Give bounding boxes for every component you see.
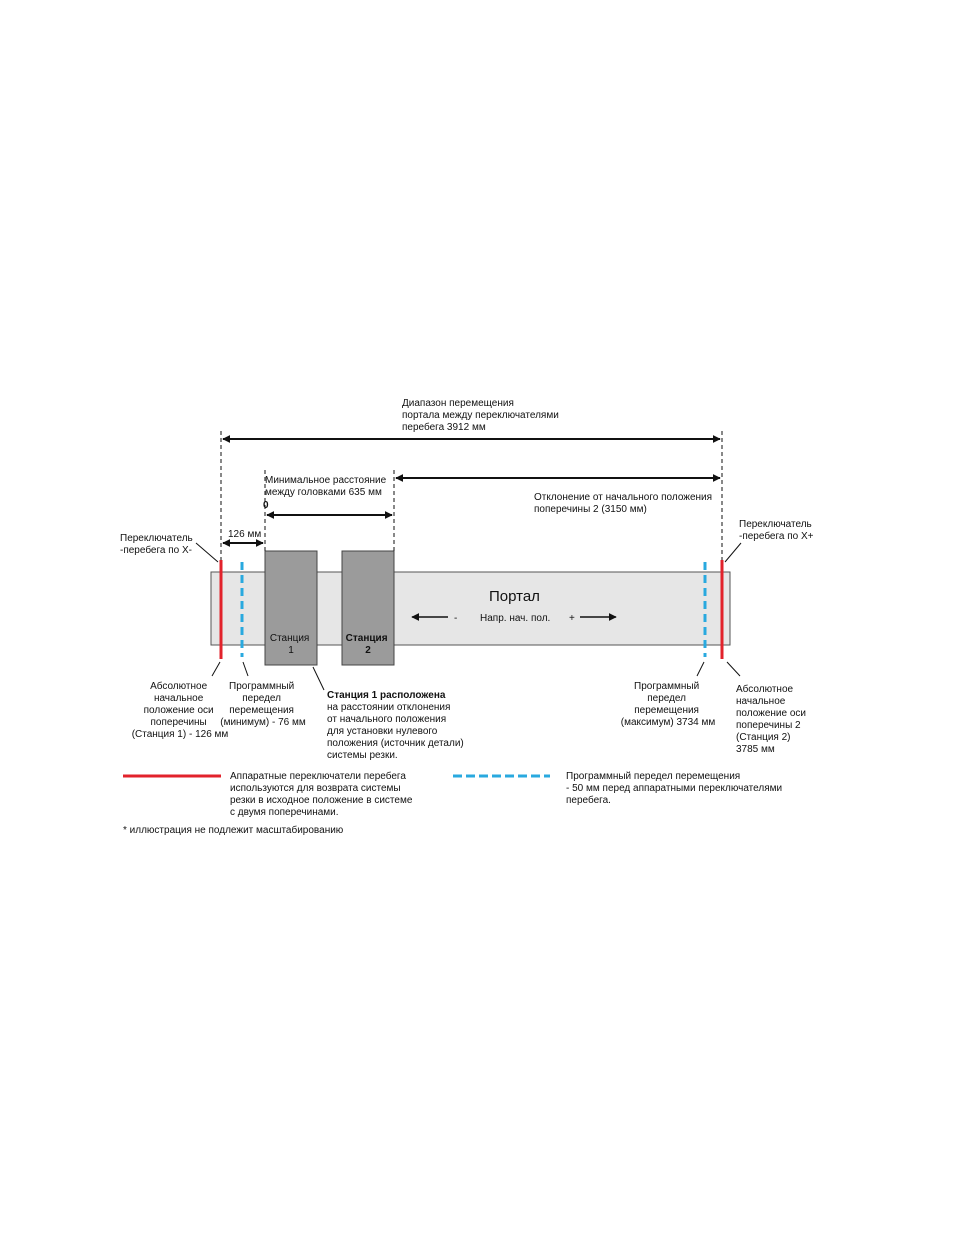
station-1-block (264, 550, 318, 666)
label-min-distance: Минимальное расстояние между головками 6… (265, 475, 389, 498)
label-zero: 0 (263, 500, 269, 511)
label-station1: Станция 1 (270, 633, 312, 656)
leader-soft-max (696, 661, 705, 677)
footnote: * иллюстрация не подлежит масштабировани… (123, 824, 344, 836)
leader-switch-right (724, 542, 742, 563)
legend-software-text: Программный передел перемещения - 50 мм … (566, 771, 785, 806)
label-switch-right: Переключатель -перебега по X+ (739, 519, 815, 542)
leader-station1-note (312, 666, 325, 691)
label-abs-home-1: Абсолютное начальное положение оси попер… (132, 680, 229, 740)
label-direction: Напр. нач. пол. (480, 613, 550, 624)
label-abs-home-2: Абсолютное начальное положение оси попер… (736, 683, 809, 755)
label-126mm: 126 мм (228, 529, 261, 540)
label-soft-max: Программный передел перемещения (максиму… (621, 681, 716, 728)
label-offset-station2: Отклонение от начального положения попер… (534, 492, 715, 515)
leader-switch-left (195, 542, 219, 563)
label-station2: Станция 2 (346, 633, 391, 656)
label-gantry: Портал (489, 588, 540, 605)
leader-abs-home-2 (726, 661, 741, 677)
leader-soft-min (242, 661, 249, 677)
label-travel-range: Диапазон перемещения портала между перек… (402, 398, 562, 433)
label-station1-note: Станция 1 расположена на расстоянии откл… (327, 690, 467, 761)
label-soft-min: Программный передел перемещения (минимум… (220, 681, 306, 728)
legend-hardware-text: Аппаратные переключатели перебега исполь… (230, 770, 415, 818)
label-switch-left: Переключатель -перебега по X- (120, 533, 196, 556)
label-minus: - (454, 613, 457, 624)
leader-abs-home-1 (211, 661, 221, 677)
label-plus: + (569, 613, 575, 624)
station-2-block (341, 550, 395, 666)
